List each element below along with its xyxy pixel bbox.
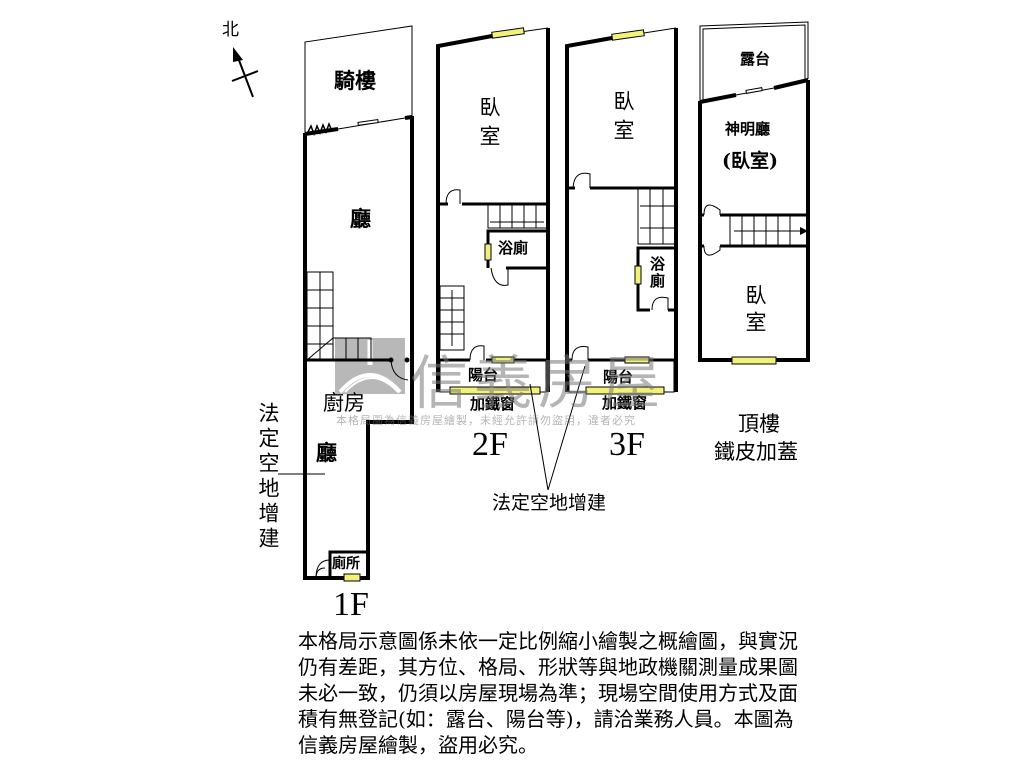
window-roof-bedroom — [731, 356, 777, 365]
room-label-arcade: 騎樓 — [334, 68, 376, 93]
floor-3f-walls — [565, 27, 678, 393]
window-3f-front — [611, 29, 645, 41]
window-3f-bath — [634, 265, 642, 285]
room-label-3f-bath: 浴廁 — [648, 256, 666, 290]
window-1f-toilet — [343, 573, 361, 582]
annotation-pointer-lines — [529, 365, 586, 491]
room-label-3f-bedroom: 臥室 — [611, 90, 635, 148]
watermark-notice: 本格局圖為信義房屋繪製，未經允許請勿盜用，違者必究 — [336, 414, 636, 427]
room-label-2f-balcony: 陽台 — [468, 366, 499, 384]
room-label-shrine: 神明廳 — [725, 120, 771, 138]
disclaimer-text: 本格局示意圖係未依一定比例縮小繪製之概繪圖，與實況仍有差距，其方位、格局、形狀等… — [298, 629, 798, 757]
watermark-logo — [335, 338, 405, 394]
floor-subtitle-roof: 鐵皮加蓋 — [714, 440, 798, 464]
room-label-living: 廳 — [350, 206, 371, 231]
room-label-kitchen: 廚房 — [323, 391, 365, 415]
room-label-2f-iron-window: 加鐵窗 — [470, 395, 516, 413]
room-label-3f-balcony: 陽台 — [603, 368, 634, 386]
watermark-brand: 信義房屋 — [410, 349, 667, 417]
room-label-roof-bedroom: 臥室 — [743, 284, 767, 338]
annotation-legal-open-space: 法定空地增建 — [492, 492, 607, 514]
window-2f-iron — [449, 386, 541, 395]
floor-roof-walls — [698, 21, 810, 362]
room-label-shrine-alt: (臥室) — [722, 150, 778, 172]
floor-name-1f: 1F — [333, 586, 369, 623]
room-label-3f-iron-window: 加鐵窗 — [602, 394, 648, 412]
floor-1f-walls — [278, 25, 414, 580]
window-3f-iron — [585, 386, 665, 395]
side-note-legal-open-space: 法定空地增建 — [256, 402, 280, 552]
room-label-toilet: 廁所 — [332, 556, 360, 572]
compass-label: 北 — [222, 20, 239, 40]
room-label-2f-bath: 浴廁 — [498, 239, 529, 257]
room-label-living-2: 廳 — [316, 440, 337, 465]
floor-name-roof: 頂樓 — [738, 412, 780, 436]
floor-name-2f: 2F — [472, 426, 508, 463]
window-2f-bath — [484, 243, 492, 261]
room-label-2f-bedroom: 臥室 — [477, 96, 501, 154]
roof-stair-arrow-icon — [800, 227, 808, 235]
north-arrow-icon — [231, 47, 259, 98]
window-2f-front — [491, 27, 525, 39]
room-label-terrace: 露台 — [740, 50, 771, 68]
window-2f-balcony — [491, 356, 515, 364]
window-3f-balcony — [624, 356, 650, 364]
floor-name-3f: 3F — [609, 426, 645, 463]
